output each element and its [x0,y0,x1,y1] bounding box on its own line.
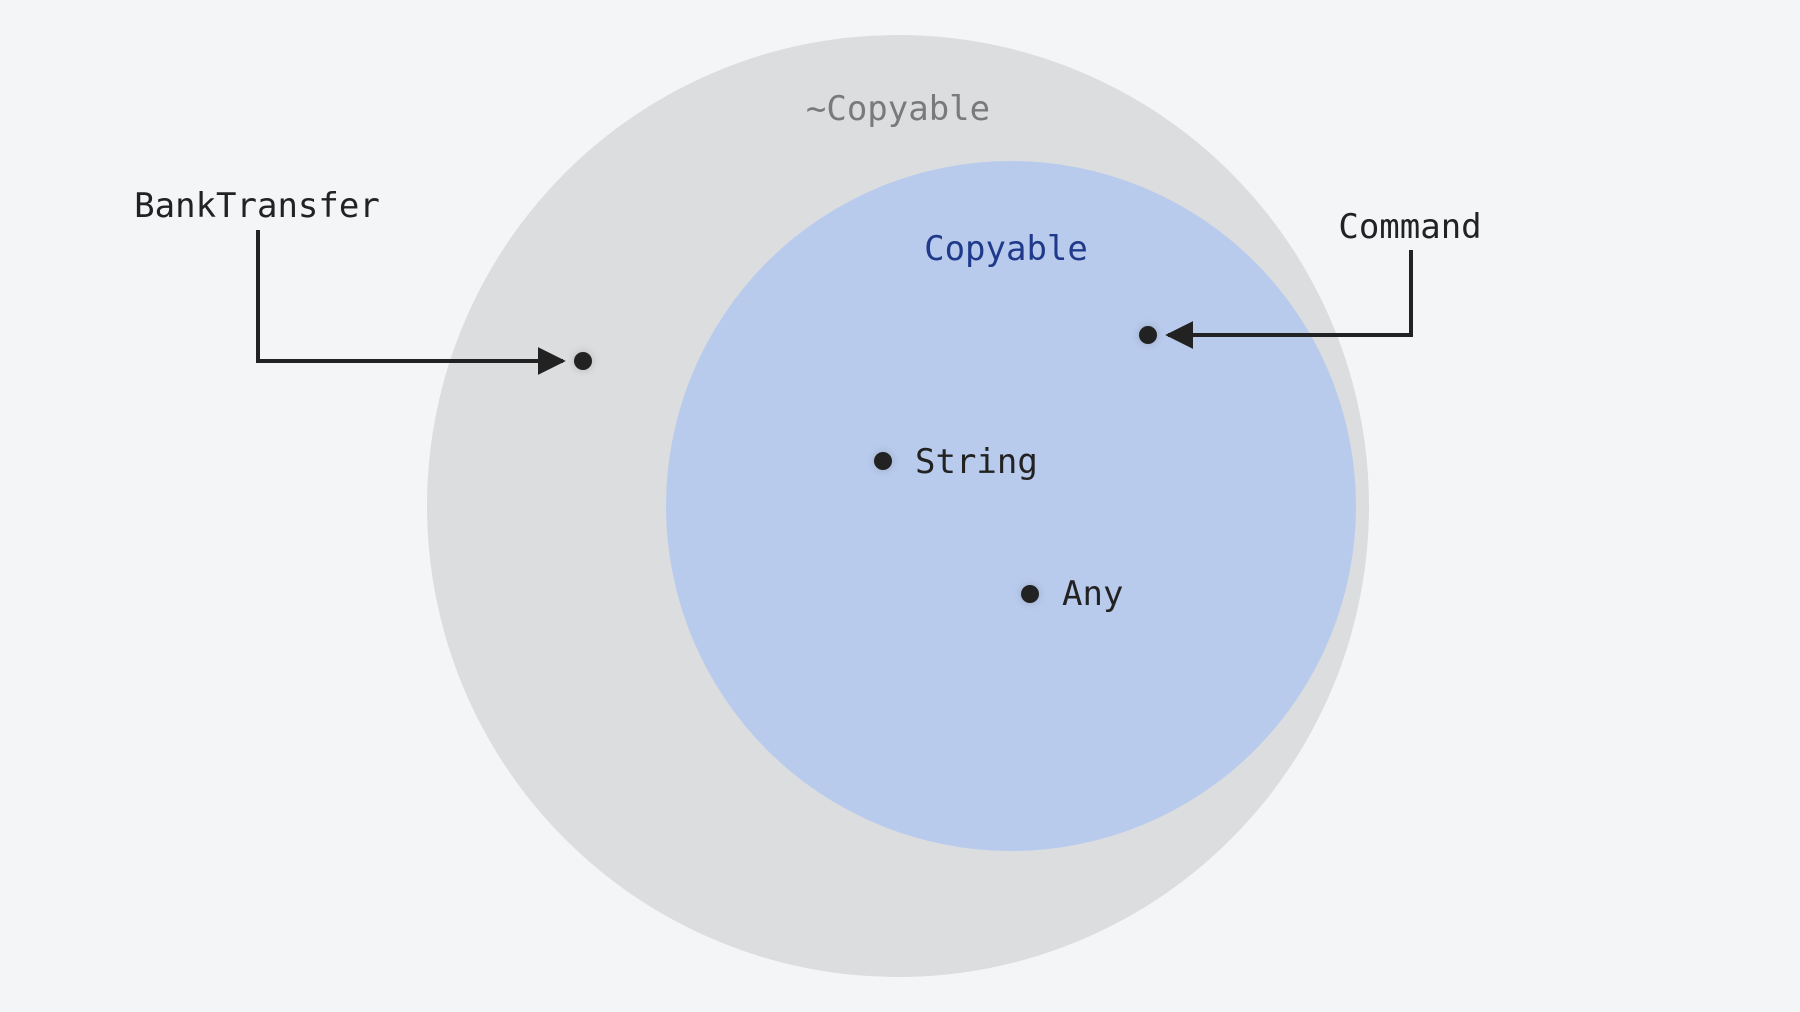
command-arrow [1165,250,1413,349]
string-dot [874,452,892,470]
command-dot [1139,326,1157,344]
copyable-set-label: Copyable [924,229,1088,269]
bank-transfer-label: BankTransfer [134,186,380,226]
bank-transfer-dot [574,352,592,370]
bank-transfer-arrow [256,230,566,375]
string-label: String [915,442,1038,482]
any-label: Any [1062,574,1123,614]
command-label: Command [1338,207,1481,247]
noncopyable-set-label: ~Copyable [806,89,990,129]
any-dot [1021,585,1039,603]
